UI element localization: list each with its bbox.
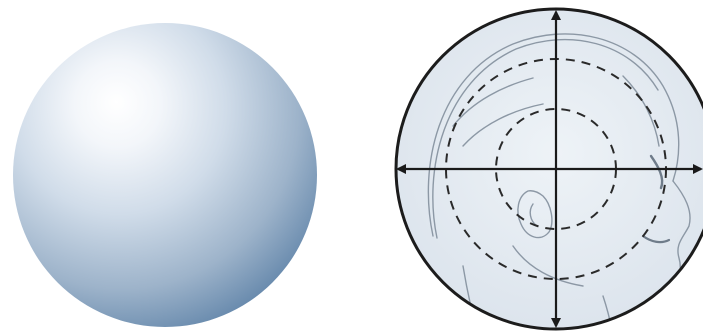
sphere-body — [13, 23, 317, 327]
circular-diagram — [393, 6, 703, 334]
shaded-sphere — [12, 22, 318, 328]
